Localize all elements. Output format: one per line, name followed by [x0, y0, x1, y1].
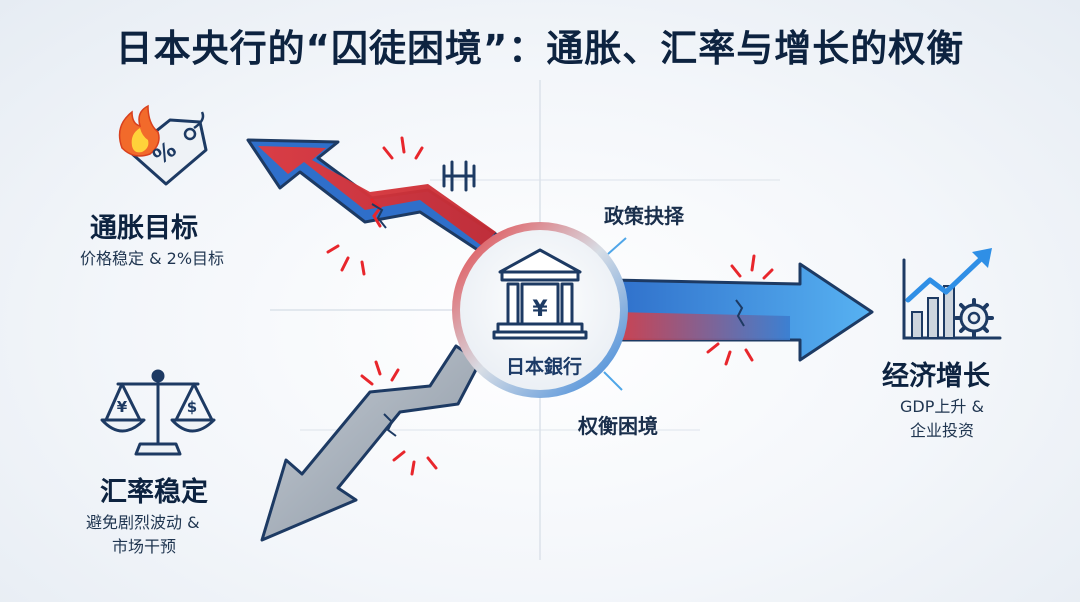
exchange-arrow [260, 344, 482, 542]
bank-building-icon [492, 248, 588, 340]
growth-chart-gear-icon [902, 248, 1002, 340]
growth-subtext-line2: 企业投资 [910, 421, 975, 440]
policy-choice-label: 政策抉择 [604, 204, 684, 228]
inflation-arrow [246, 138, 507, 260]
exchange-subtext-line2: 市场干预 [112, 537, 177, 556]
weight-icon [442, 160, 476, 192]
inflation-heading: 通胀目标 [90, 213, 198, 244]
growth-heading: 经济增长 [882, 361, 990, 392]
price-tag-fire-icon: % [118, 104, 208, 186]
yen-symbol: ¥ [532, 297, 548, 322]
exchange-heading: 汇率稳定 [100, 477, 208, 508]
yen-pan-symbol: ¥ [117, 398, 128, 416]
label-connectors [603, 237, 627, 391]
exchange-subtext-line1: 避免剧烈波动 & [86, 513, 200, 532]
central-bank-label: 日本銀行 [505, 356, 582, 378]
inflation-subtext: 价格稳定 & 2%目标 [80, 249, 225, 268]
balance-scale-icon [100, 369, 216, 456]
tradeoff-label: 权衡困境 [578, 414, 658, 438]
dollar-pan-symbol: $ [187, 398, 197, 416]
arrow-fracture-lines [371, 203, 745, 437]
page-title: 日本央行的“囚徒困境”：通胀、汇率与增长的权衡 [115, 27, 965, 70]
growth-subtext-line1: GDP上升 & [900, 397, 984, 416]
crack-marks [326, 136, 774, 476]
